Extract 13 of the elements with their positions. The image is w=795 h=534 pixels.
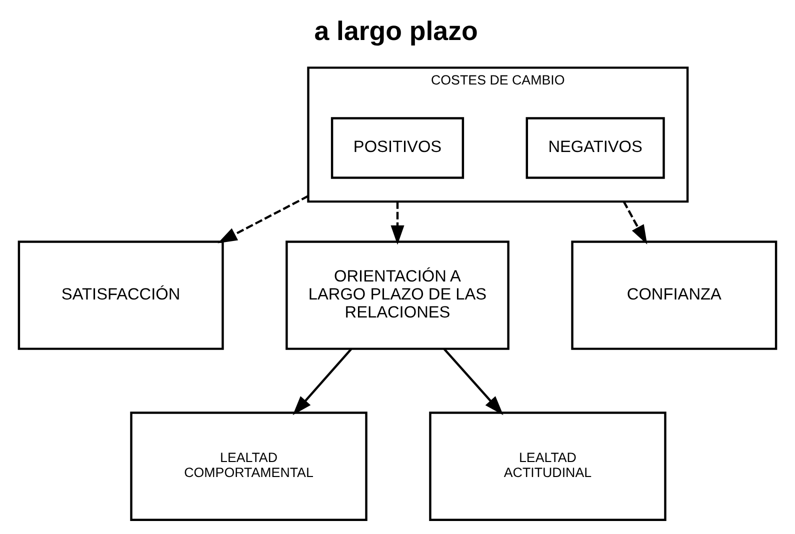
node-box: LEALTAD ACTITUDINAL [429,412,666,521]
node-box: NEGATIVOS [526,117,665,179]
arrow [622,201,648,244]
arrow [292,348,352,416]
node-box: SATISFACCIÓN [18,240,224,350]
diagram-title: a largo plazo [314,16,478,46]
arrow [218,195,309,244]
node-box: LEALTAD COMPORTAMENTAL [130,412,368,521]
node-box: ORIENTACIÓN A LARGO PLAZO DE LAS RELACIONES [286,240,510,350]
node-box: POSITIVOS [330,117,464,179]
arrow [443,348,504,416]
node-box: CONFIANZA [571,240,778,350]
arrow [390,202,404,245]
